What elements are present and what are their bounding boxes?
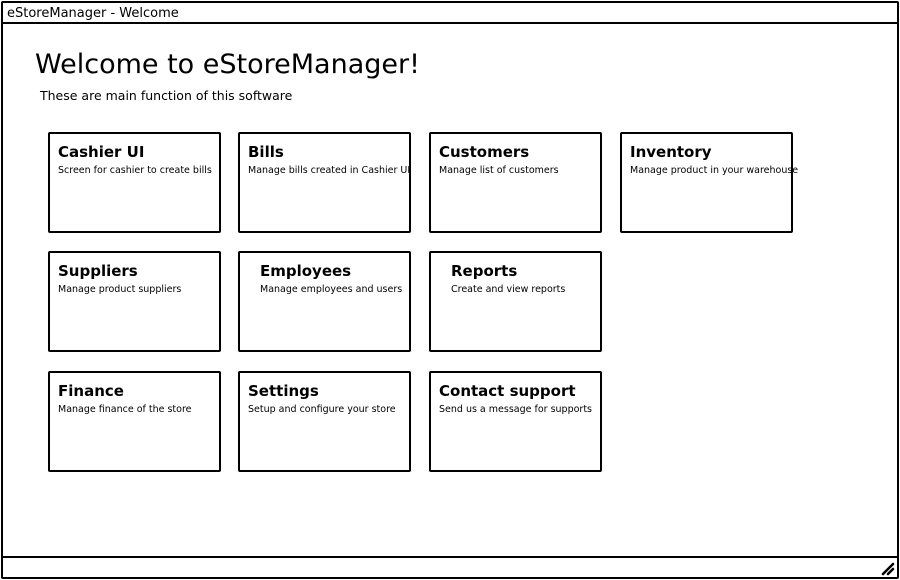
- tile-description: Manage employees and users: [260, 284, 403, 295]
- window-title: eStoreManager - Welcome: [7, 6, 179, 21]
- tile-contact-support[interactable]: Contact support Send us a message for su…: [429, 371, 602, 472]
- tile-reports[interactable]: Reports Create and view reports: [429, 251, 602, 352]
- tile-description: Manage product in your warehouse: [630, 165, 799, 176]
- tile-title: Customers: [439, 143, 530, 161]
- tile-title: Finance: [58, 382, 124, 400]
- status-bar: [3, 556, 897, 577]
- tile-description: Create and view reports: [451, 284, 566, 295]
- tile-finance[interactable]: Finance Manage finance of the store: [48, 371, 221, 472]
- tile-inventory[interactable]: Inventory Manage product in your warehou…: [620, 132, 798, 233]
- tile-description: Send us a message for supports: [439, 404, 592, 415]
- page-subtitle: These are main function of this software: [40, 88, 293, 103]
- tile-settings[interactable]: Settings Setup and configure your store: [238, 371, 411, 472]
- tile-title: Suppliers: [58, 262, 138, 280]
- tile-title: Cashier UI: [58, 143, 145, 161]
- window-titlebar: eStoreManager - Welcome: [3, 3, 897, 24]
- tile-suppliers[interactable]: Suppliers Manage product suppliers: [48, 251, 221, 352]
- tile-title: Bills: [248, 143, 284, 161]
- tile-description: Manage finance of the store: [58, 404, 192, 415]
- tile-description: Manage product suppliers: [58, 284, 182, 295]
- tile-cashier-ui[interactable]: Cashier UI Screen for cashier to create …: [48, 132, 221, 233]
- tile-employees[interactable]: Employees Manage employees and users: [238, 251, 411, 352]
- tile-description: Manage list of customers: [439, 165, 559, 176]
- tile-description: Manage bills created in Cashier UI: [248, 165, 411, 176]
- tile-title: Employees: [260, 262, 352, 280]
- page-title: Welcome to eStoreManager!: [35, 49, 420, 80]
- tile-title: Contact support: [439, 382, 576, 400]
- tile-title: Inventory: [630, 143, 712, 161]
- tile-description: Screen for cashier to create bills: [58, 165, 212, 176]
- tile-description: Setup and configure your store: [248, 404, 396, 415]
- resize-grip-icon[interactable]: [880, 561, 895, 576]
- tile-title: Settings: [248, 382, 319, 400]
- tile-title: Reports: [451, 262, 518, 280]
- tile-customers[interactable]: Customers Manage list of customers: [429, 132, 602, 233]
- tile-bills[interactable]: Bills Manage bills created in Cashier UI: [238, 132, 411, 233]
